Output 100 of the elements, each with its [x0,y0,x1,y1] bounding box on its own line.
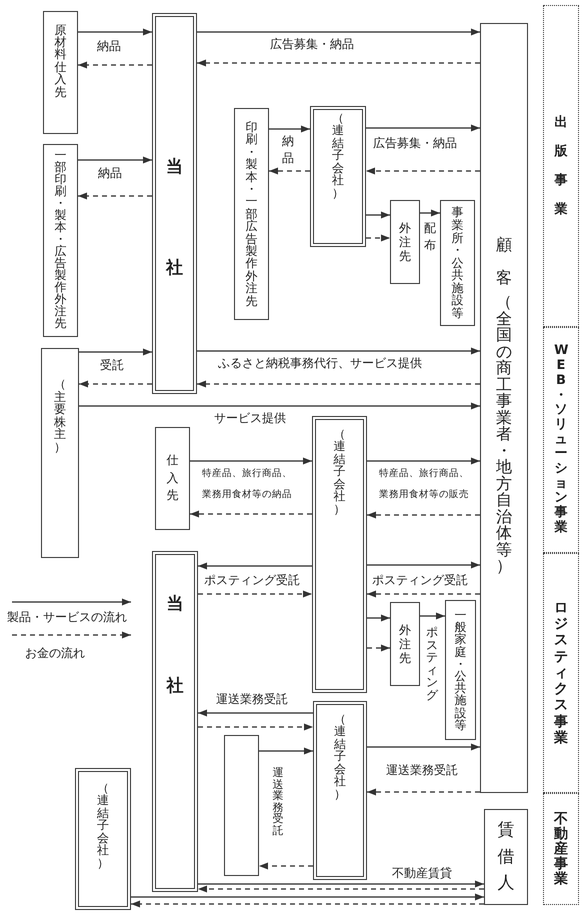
dashed-arrow [259,862,313,870]
edge-label: サービス提供 [214,410,286,426]
dashed-arrow [78,192,152,200]
edge-label: 運送業務受託 [386,762,458,778]
arrow [190,458,312,464]
entity-box [480,23,528,793]
legend-label: お金の流れ [25,646,85,660]
dashed-arrow [198,724,313,730]
company-box [310,106,366,247]
arrow [197,28,480,36]
entity-box [41,348,79,558]
dashed-arrow [367,788,480,796]
company-box [313,701,367,880]
entity-box [484,809,528,905]
arrow [131,894,484,900]
edge-label: 納品 [98,166,122,180]
arrow [367,614,390,622]
entity-box [43,144,78,337]
box-label: 事業所・公共施設等 [451,206,464,320]
entity-box [440,200,475,326]
arrow [78,28,152,36]
dashed-arrow [190,510,312,518]
entity-box [445,600,476,740]
box-label: 顧客 [496,234,512,290]
dashed-arrow [78,62,152,68]
entity-box [224,735,259,876]
entity-box [390,602,420,686]
dashed-arrow [79,380,152,388]
arrow [79,348,152,356]
edge-label: 運送業務受託 [272,767,284,837]
box-label: 当社 [166,593,184,698]
edge-label: ふるさと納税事務代行、サービス提供 [218,356,422,370]
arrow [269,126,310,132]
entity-box [234,108,269,320]
box-label: 仕入先 [166,452,179,504]
edge-label: 配布 [424,220,436,254]
dashed-arrow [197,380,480,388]
dashed-arrow [198,590,312,598]
edge-label: 特産品、旅行商品、業務用食材等の販売 [379,467,470,502]
dashed-arrow [366,168,480,174]
segment-band [543,553,579,793]
company-box [312,416,367,693]
arrow [366,212,390,218]
edge-label: 特産品、旅行商品、業務用食材等の納品 [202,467,293,502]
box-label: 外注先 [398,221,412,263]
edge-label: 納品 [282,133,294,167]
dashed-arrow [367,512,480,518]
segment-band [543,327,579,553]
edge-label: ポスティング [426,626,438,702]
segment-label: 不動産事業 [554,812,568,886]
dashed-arrow [197,60,480,66]
arrow [198,710,313,716]
arrow [78,156,152,164]
edge-label: ポスティング受託 [372,572,468,588]
segment-band [543,5,579,327]
dashed-arrow [367,590,480,598]
edge-label: ポスティング受託 [204,572,300,588]
company-box [152,13,197,394]
edge-label: 広告募集・納品 [373,136,457,150]
box-label: （連結子会社） [334,712,346,800]
edge-label: 広告募集・納品 [270,36,354,52]
edge-label: 受託 [100,358,124,372]
box-label: 賃借人 [497,819,515,896]
arrow [198,880,484,888]
box-label: 外注先 [398,623,412,665]
arrow [79,402,480,410]
box-label: 原材料仕入先 [54,24,67,98]
arrow [259,748,313,754]
arrow [367,458,480,464]
box-label: 一部印刷・製本・広告製作外注先 [54,148,67,329]
legend-label: 製品・サービスの流れ [7,610,127,624]
box-label: （連結子会社） [332,112,344,200]
box-label: （連結子会社） [96,782,110,870]
segment-band [543,793,579,905]
box-label: 印刷・製本・一部広告製作外注先 [245,120,258,308]
entity-box [43,11,78,134]
dashed-arrow [366,234,390,242]
arrow [420,612,445,620]
entity-box [155,427,190,530]
arrow [420,210,440,216]
segment-label: ロジスティクス事業 [554,600,568,746]
arrow [367,744,480,750]
segment-label: WEB・ソリューション事業 [554,344,568,536]
box-label: 当社 [166,156,184,280]
box-label: 一般家庭・公共施設等 [454,608,467,732]
dashed-arrow [269,168,310,174]
entity-box [390,200,420,284]
arrow [367,562,480,568]
box-label: （主要株主） [54,378,66,454]
edge-label: 不動産賃貸 [392,866,452,880]
arrow [197,348,480,354]
edge-label: 納品 [97,38,121,54]
arrow [366,124,480,132]
dashed-arrow [198,886,484,892]
dashed-arrow [367,644,390,652]
arrow [198,562,312,570]
segment-label: 出版事業 [554,114,568,219]
box-label: （全国の商工事業者・地方自治体等） [496,294,512,575]
company-box [152,551,198,892]
dashed-arrow [131,900,484,908]
